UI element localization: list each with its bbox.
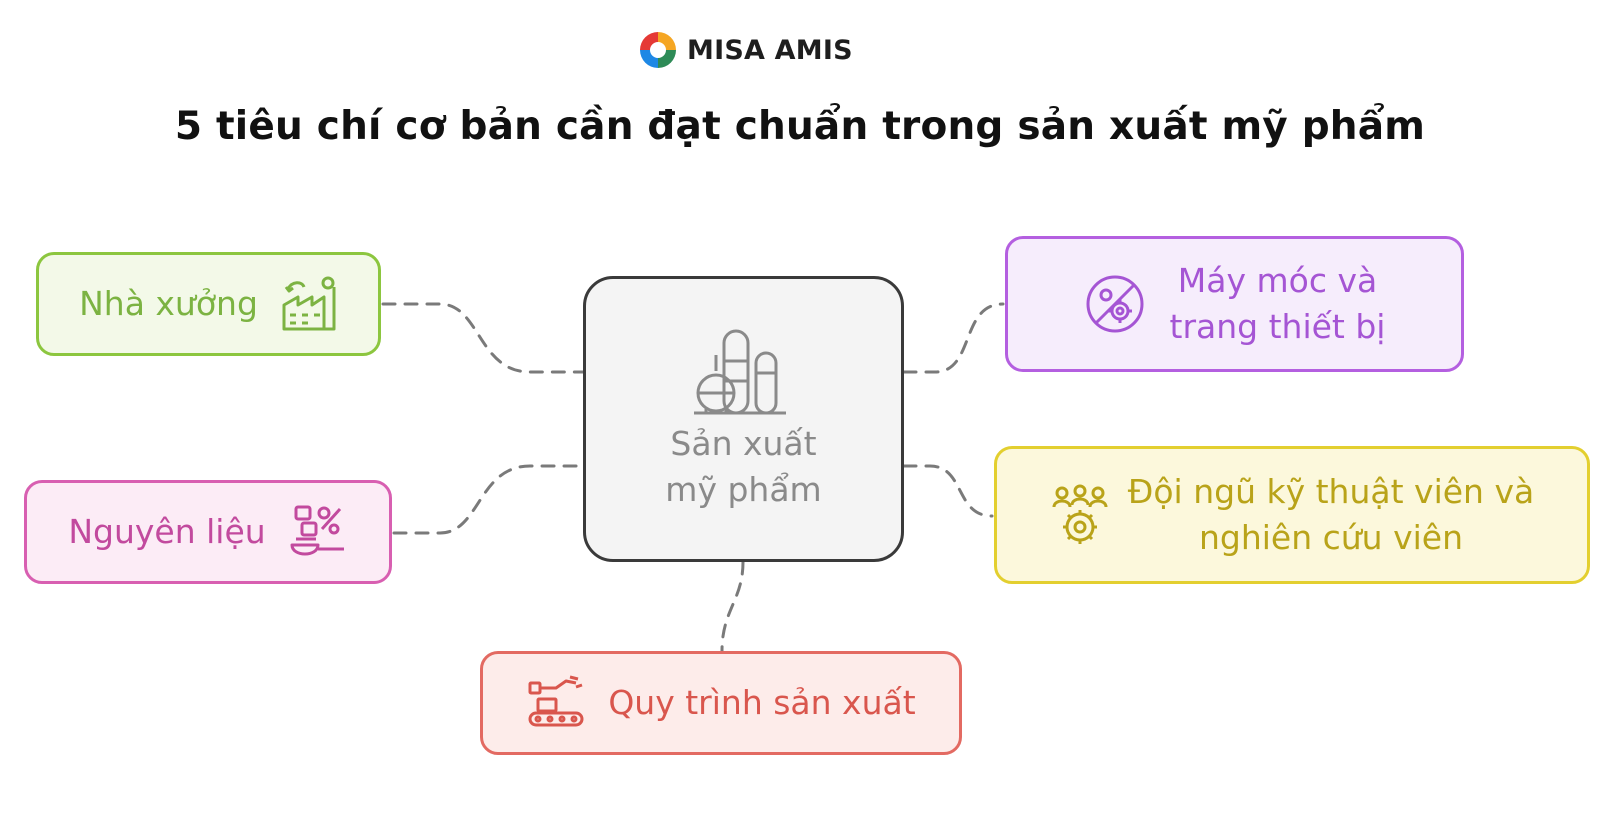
connector-nha-xuong xyxy=(381,302,585,374)
node-nguyen-lieu: Nguyên liệu xyxy=(24,480,392,584)
center-label-line2: mỹ phẩm xyxy=(665,470,822,509)
node-may-moc: Máy móc và trang thiết bị xyxy=(1005,236,1464,372)
machine-gears-icon xyxy=(1086,275,1144,333)
connector-may-moc xyxy=(902,302,1005,374)
brand-logo: MISA AMIS xyxy=(638,30,853,70)
brand-mark-icon xyxy=(640,32,676,68)
node-may-moc-label: Máy móc và trang thiết bị xyxy=(1170,258,1386,350)
node-nha-xuong: Nhà xưởng xyxy=(36,252,381,356)
brand-name: MISA AMIS xyxy=(687,34,853,66)
node-doi-ngu: Đội ngũ kỹ thuật viên và nghiên cứu viên xyxy=(994,446,1590,584)
ingredients-icon xyxy=(290,505,344,556)
connector-nguyen-lieu xyxy=(392,464,585,535)
node-nha-xuong-label: Nhà xưởng xyxy=(79,284,258,323)
center-label-line1: Sản xuất xyxy=(670,424,817,463)
node-nguyen-lieu-label: Nguyên liệu xyxy=(68,512,266,551)
center-node: Sản xuất mỹ phẩm xyxy=(583,276,904,562)
factory-tanks-icon xyxy=(693,329,786,415)
team-gear-icon xyxy=(1052,484,1108,544)
node-may-moc-line1: Máy móc và xyxy=(1177,261,1378,300)
node-doi-ngu-line2: nghiên cứu viên xyxy=(1198,518,1464,557)
connector-doi-ngu xyxy=(902,464,994,518)
conveyor-robot-icon xyxy=(528,675,584,727)
factory-icon xyxy=(282,276,336,331)
node-doi-ngu-label: Đội ngũ kỹ thuật viên và nghiên cứu viên xyxy=(1128,469,1534,561)
node-may-moc-line2: trang thiết bị xyxy=(1169,307,1386,346)
node-quy-trinh: Quy trình sản xuất xyxy=(480,651,962,755)
connector-quy-trinh xyxy=(720,560,745,653)
node-quy-trinh-label: Quy trình sản xuất xyxy=(608,683,916,722)
page-title: 5 tiêu chí cơ bản cần đạt chuẩn trong sả… xyxy=(174,104,1426,149)
node-doi-ngu-line1: Đội ngũ kỹ thuật viên và xyxy=(1127,472,1535,511)
